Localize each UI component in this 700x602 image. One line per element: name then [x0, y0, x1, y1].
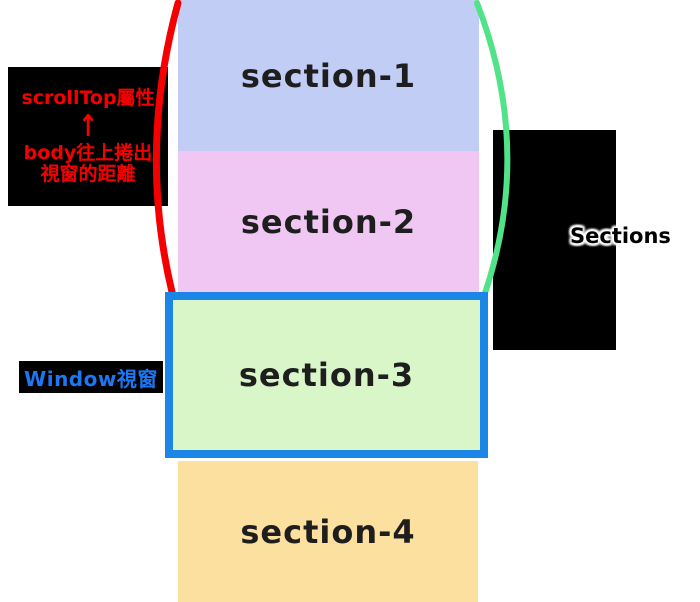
section-4-label: section-4 [240, 512, 416, 551]
window-label-text: Window視窗 [24, 366, 158, 391]
section-1-block: section-1 [178, 0, 479, 151]
section-4-block: section-4 [178, 461, 478, 602]
scrolltop-annotation-box: scrollTop屬性 ↑ body往上捲出 視窗的距離 [8, 67, 168, 206]
section-3-label: section-3 [238, 356, 415, 394]
up-arrow-icon: ↑ [77, 108, 99, 144]
sections-annotation-box [493, 130, 616, 350]
section-1-label: section-1 [240, 56, 417, 95]
window-annotation-box: Window視窗 [19, 361, 163, 393]
scrolltop-desc-line1: body往上捲出 [23, 141, 153, 164]
section-2-label: section-2 [240, 202, 417, 241]
window-viewport-box: section-3 [165, 292, 488, 458]
scrolltop-property-label: scrollTop屬性 [21, 86, 155, 109]
section-2-block: section-2 [178, 151, 479, 292]
sections-label-text: Sections [570, 224, 671, 248]
scrolltop-desc-line2: 視窗的距離 [40, 163, 136, 186]
